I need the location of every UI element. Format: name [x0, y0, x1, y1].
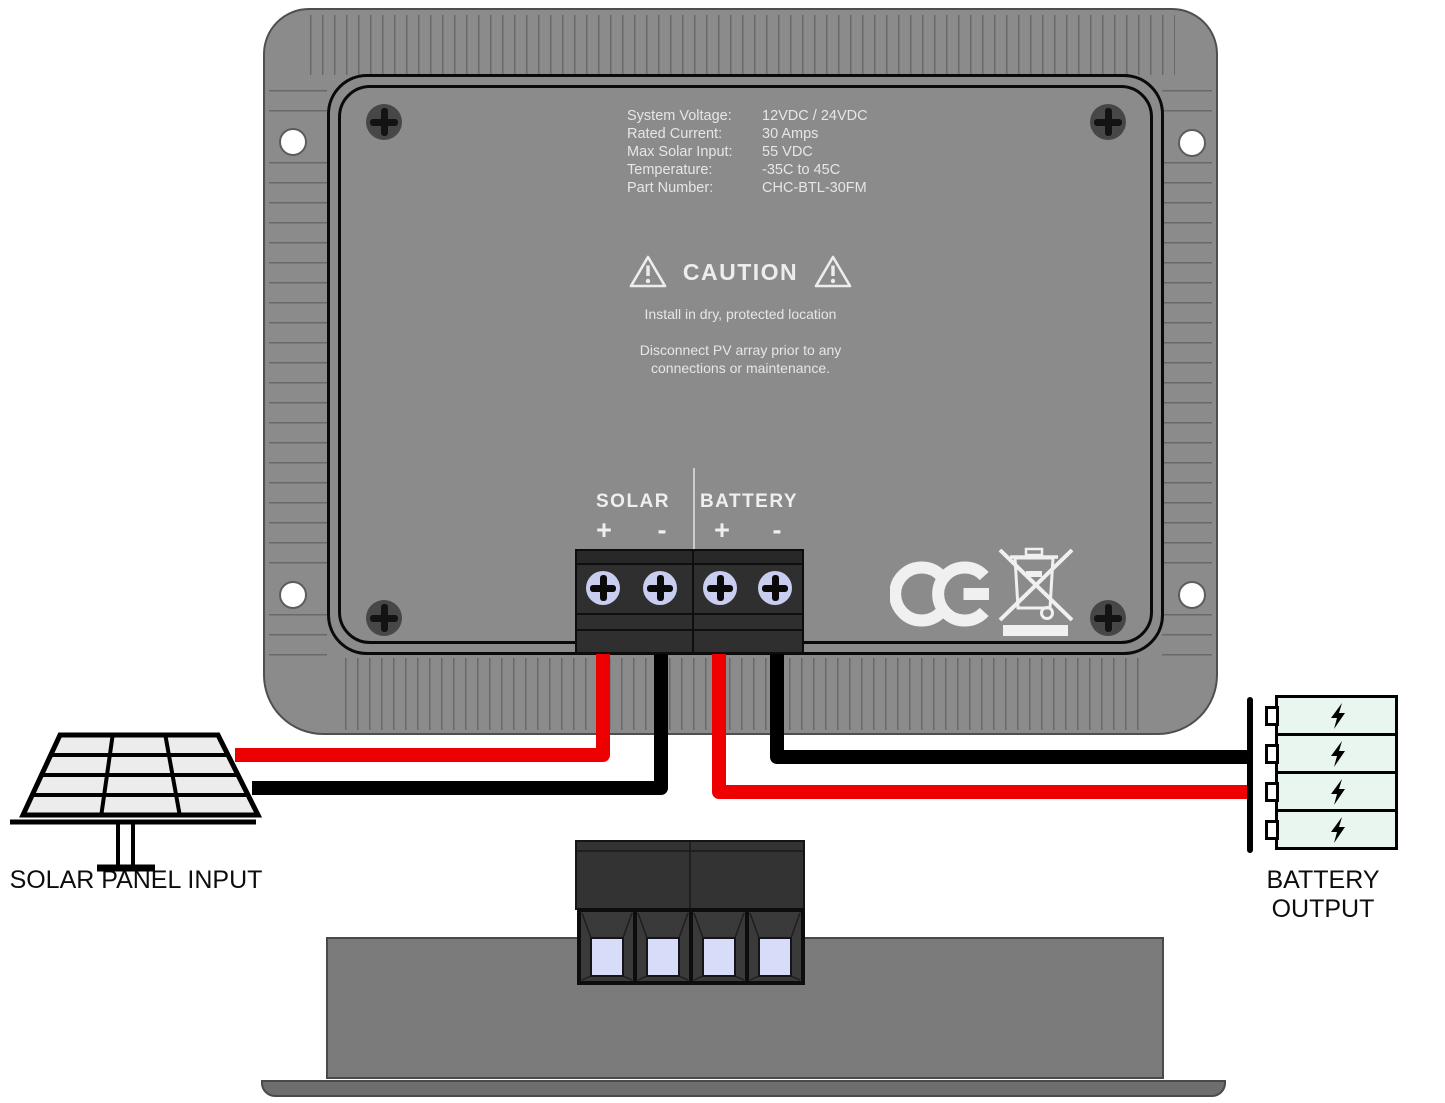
battery-plus-terminal-screw [703, 571, 737, 605]
solar-minus-terminal-screw [643, 571, 677, 605]
spec-row: Part Number: CHC-BTL-30FM [627, 179, 957, 197]
lightning-bolt-icon [1330, 778, 1345, 805]
battery-cell [1265, 771, 1398, 812]
case-screw-top-right [1090, 104, 1126, 140]
controller-back-panel: System Voltage: 12VDC / 24VDC Rated Curre… [263, 8, 1218, 735]
battery-bus-bar [1247, 697, 1253, 853]
caution-note: Install in dry, protected location [644, 306, 837, 322]
lightning-bolt-icon [1330, 816, 1345, 843]
solar-plus-sign: + [596, 515, 612, 545]
spec-label: Temperature: [627, 162, 713, 178]
fins-right [1162, 162, 1212, 574]
terminal-block [575, 549, 804, 654]
side-block-divider [689, 842, 691, 908]
caution-warning-line1: Disconnect PV array prior to any [639, 342, 842, 358]
mounting-hole-top-left [279, 128, 307, 156]
battery-minus-sign: - [772, 515, 782, 545]
lightning-bolt-icon [1330, 702, 1345, 729]
spec-value: 55 VDC [762, 144, 813, 160]
spec-value: -35C to 45C [762, 162, 841, 178]
battery-terminal-nub [1265, 743, 1279, 764]
solar-terminal-label: SOLAR [596, 491, 670, 512]
terminal-block-line [577, 563, 802, 565]
warning-triangle-icon [629, 255, 667, 288]
terminal-block-divider [692, 551, 694, 652]
spec-label: System Voltage: [627, 108, 732, 124]
solar-negative-wire [252, 649, 668, 795]
battery-cell [1265, 809, 1398, 850]
spec-label: Max Solar Input: [627, 144, 733, 160]
battery-minus-terminal-screw [758, 571, 792, 605]
case-screw-bottom-right [1090, 600, 1126, 636]
battery-negative-wire [770, 649, 1250, 764]
spec-value: CHC-BTL-30FM [762, 180, 867, 196]
terminal-block-top-strip [577, 551, 802, 563]
fins-right-upper [1162, 90, 1212, 112]
battery-terminal-nub [1265, 705, 1279, 726]
fins-left-upper [269, 90, 327, 112]
solar-plus-terminal-screw [586, 571, 620, 605]
fins-bottom [345, 658, 1140, 730]
fins-left [269, 162, 327, 574]
weee-bin-icon [998, 547, 1074, 636]
battery-positive-wire [712, 649, 1250, 799]
lightning-bolt-icon [1330, 740, 1345, 767]
battery-terminal-nub [1265, 819, 1279, 840]
side-terminal-block-sockets [577, 908, 805, 985]
mounting-hole-bottom-right [1178, 581, 1206, 609]
battery-stack [1265, 695, 1398, 850]
spec-value: 12VDC / 24VDC [762, 108, 868, 124]
caution-title: CAUTION [682, 258, 799, 285]
terminal-group-divider [693, 468, 695, 550]
mounting-hole-bottom-left [279, 581, 307, 609]
mounting-hole-top-right [1178, 129, 1206, 157]
spec-row: Temperature: -35C to 45C [627, 161, 957, 179]
battery-terminal-nub [1265, 781, 1279, 802]
case-screw-top-left [366, 104, 402, 140]
terminal-block-line [577, 613, 802, 615]
solar-positive-wire [235, 649, 610, 762]
fins-left-lower [269, 614, 327, 660]
solar-minus-sign: - [657, 515, 667, 545]
spec-row: Rated Current: 30 Amps [627, 125, 957, 143]
caution-row: CAUTION [265, 252, 1216, 292]
caution-warning-line2: connections or maintenance. [651, 360, 830, 376]
battery-terminal-label: BATTERY [699, 491, 799, 512]
case-screw-bottom-left [366, 600, 402, 636]
spec-row: System Voltage: 12VDC / 24VDC [627, 107, 957, 125]
warning-triangle-icon [814, 255, 852, 288]
solar-panel-graphic [10, 732, 263, 872]
terminal-block-line [577, 629, 802, 631]
spec-value: 30 Amps [762, 126, 819, 142]
spec-row: Max Solar Input: 55 VDC [627, 143, 957, 161]
fins-right-lower [1162, 614, 1212, 660]
battery-cell [1265, 695, 1398, 736]
ce-mark-icon [890, 561, 989, 627]
fins-top [310, 15, 1175, 75]
spec-table: System Voltage: 12VDC / 24VDC Rated Curre… [627, 107, 957, 197]
spec-label: Part Number: [627, 180, 714, 196]
battery-output-label: BATTERY OUTPUT [1266, 866, 1380, 923]
battery-plus-sign: + [714, 515, 730, 545]
battery-cell [1265, 733, 1398, 774]
spec-label: Rated Current: [627, 126, 723, 142]
